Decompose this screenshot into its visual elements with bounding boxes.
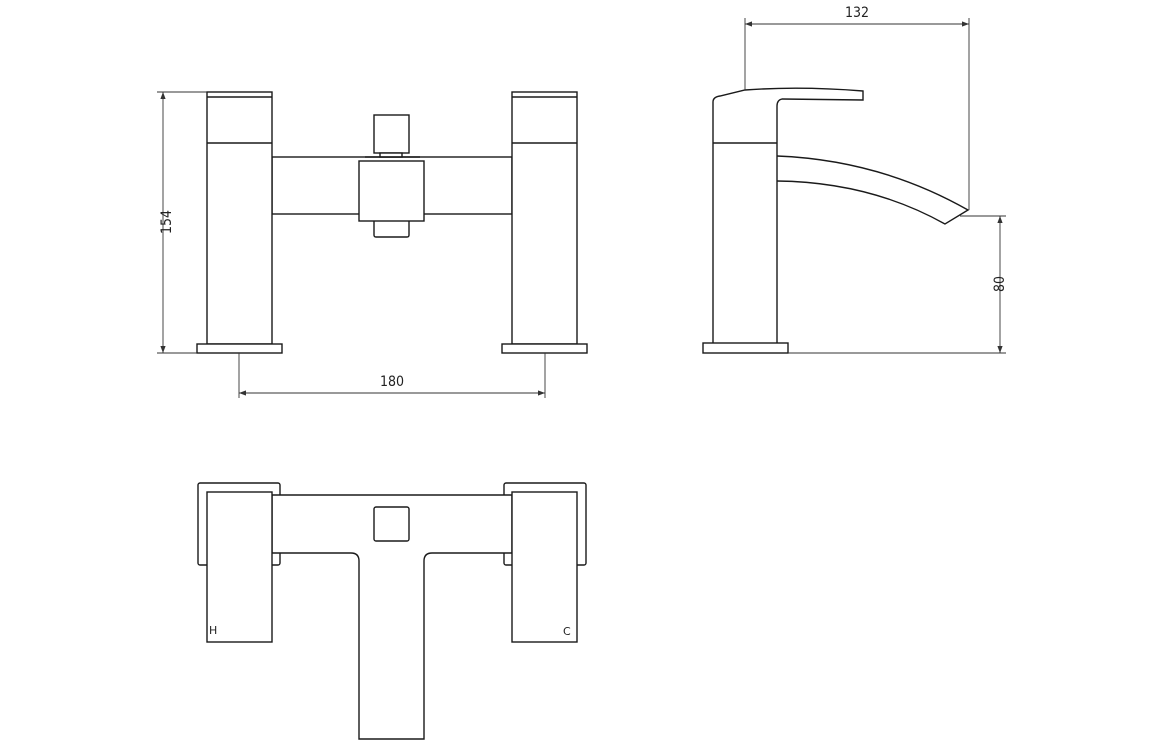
cold-label: C: [563, 625, 571, 638]
side-spout: [776, 155, 970, 225]
spout-outlet: [373, 221, 410, 238]
centres-dimension: 180: [238, 353, 546, 398]
reach-dimension: 132: [744, 5, 970, 210]
centres-label: 180: [380, 374, 404, 390]
side-base: [702, 342, 789, 354]
reach-label: 132: [845, 5, 869, 21]
cold-handle: [511, 491, 578, 643]
diverter-knob: [373, 114, 410, 154]
diverter-body: [358, 160, 425, 222]
plan-diverter: [373, 506, 410, 542]
spout-height-label: 80: [992, 276, 1008, 292]
front-right-base: [501, 343, 588, 354]
front-view: [196, 91, 588, 354]
height-label: 154: [159, 210, 175, 234]
height-dimension: 154: [157, 91, 207, 354]
front-right-pillar: [511, 91, 578, 345]
front-left-pillar: [206, 91, 273, 345]
side-body-lever: [712, 87, 864, 343]
front-left-base: [196, 343, 283, 354]
side-view: [702, 87, 970, 354]
plan-view: H C: [197, 482, 587, 740]
hot-handle: [206, 491, 273, 643]
plan-body: [271, 494, 513, 740]
spout-height-dimension: 80: [788, 215, 1008, 354]
hot-label: H: [209, 624, 217, 637]
